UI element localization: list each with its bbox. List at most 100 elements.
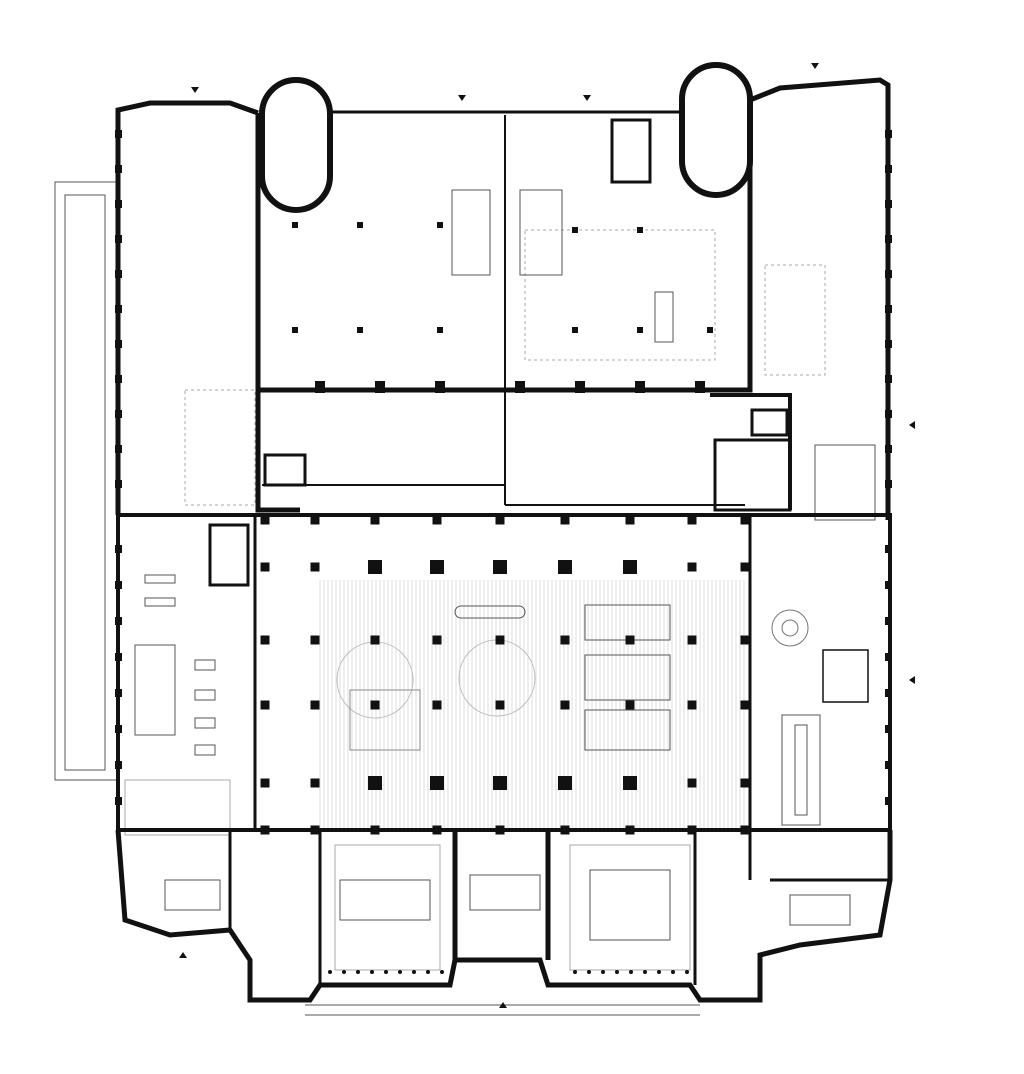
pilaster xyxy=(885,200,892,208)
lift xyxy=(263,453,307,487)
column xyxy=(558,776,572,790)
pilaster xyxy=(115,165,122,173)
column xyxy=(495,515,505,525)
colonnade-column xyxy=(328,970,332,974)
west-stair-tower xyxy=(259,77,333,213)
pilaster xyxy=(115,130,122,138)
lift xyxy=(208,523,250,587)
pilaster xyxy=(115,305,122,313)
entrance-arrow-icon xyxy=(583,95,591,101)
column xyxy=(430,776,444,790)
column xyxy=(572,327,578,333)
column xyxy=(687,825,697,835)
west-terrace-inner xyxy=(64,194,106,771)
hall-floor-hatch xyxy=(319,580,745,828)
column xyxy=(292,222,298,228)
column xyxy=(695,381,705,393)
column xyxy=(260,825,270,835)
colonnade-column xyxy=(629,970,633,974)
column xyxy=(625,825,635,835)
column xyxy=(310,635,320,645)
column xyxy=(687,515,697,525)
escalator xyxy=(134,644,176,736)
colonnade-column xyxy=(657,970,661,974)
column xyxy=(740,778,750,788)
column xyxy=(310,778,320,788)
column xyxy=(368,776,382,790)
pilaster xyxy=(885,653,892,661)
column xyxy=(740,562,750,572)
pilaster xyxy=(885,581,892,589)
east-wing-wall xyxy=(749,77,891,520)
column xyxy=(740,700,750,710)
column xyxy=(637,327,643,333)
colonnade-column xyxy=(671,970,675,974)
pilaster xyxy=(115,653,122,661)
column xyxy=(370,825,380,835)
column xyxy=(375,381,385,393)
pilaster xyxy=(115,200,122,208)
column xyxy=(310,515,320,525)
escalator xyxy=(814,444,876,521)
column xyxy=(687,635,697,645)
column xyxy=(637,227,643,233)
stair-towers xyxy=(208,62,792,587)
north-block-wall xyxy=(255,100,753,393)
pilaster xyxy=(115,270,122,278)
column xyxy=(493,560,507,574)
interior-partitions xyxy=(54,115,876,1016)
column xyxy=(625,635,635,645)
pilaster xyxy=(115,410,122,418)
pilaster xyxy=(885,689,892,697)
pilaster xyxy=(885,375,892,383)
column xyxy=(370,700,380,710)
column xyxy=(310,562,320,572)
column xyxy=(260,515,270,525)
stair xyxy=(654,291,674,343)
column xyxy=(687,778,697,788)
pilaster xyxy=(115,617,122,625)
colonnade-column xyxy=(370,970,374,974)
entrance-arrow-icon xyxy=(909,421,915,429)
column xyxy=(437,327,443,333)
escalator xyxy=(519,189,563,276)
column xyxy=(370,635,380,645)
column xyxy=(558,560,572,574)
west-terrace xyxy=(54,181,119,781)
column xyxy=(493,776,507,790)
columns xyxy=(115,130,892,974)
column xyxy=(260,562,270,572)
pilaster xyxy=(115,545,122,553)
column xyxy=(560,825,570,835)
column xyxy=(292,327,298,333)
escalator xyxy=(451,189,491,276)
pilaster xyxy=(115,725,122,733)
pilaster xyxy=(885,130,892,138)
column xyxy=(560,635,570,645)
column xyxy=(432,825,442,835)
column xyxy=(515,381,525,393)
column xyxy=(370,515,380,525)
lift xyxy=(750,408,789,437)
column xyxy=(260,635,270,645)
pilaster xyxy=(115,480,122,488)
pilaster xyxy=(885,545,892,553)
column xyxy=(740,825,750,835)
colonnade-column xyxy=(342,970,346,974)
column xyxy=(560,515,570,525)
colonnade-column xyxy=(587,970,591,974)
entrance-arrow-icon xyxy=(811,63,819,69)
pilaster xyxy=(885,761,892,769)
colonnade-column xyxy=(643,970,647,974)
column xyxy=(740,515,750,525)
entrance-arrow-icon xyxy=(909,676,915,684)
pilaster xyxy=(115,445,122,453)
column xyxy=(575,381,585,393)
column xyxy=(357,327,363,333)
west-wing-wall xyxy=(115,100,259,515)
colonnade-column xyxy=(685,970,689,974)
column xyxy=(432,635,442,645)
column xyxy=(260,778,270,788)
column xyxy=(357,222,363,228)
